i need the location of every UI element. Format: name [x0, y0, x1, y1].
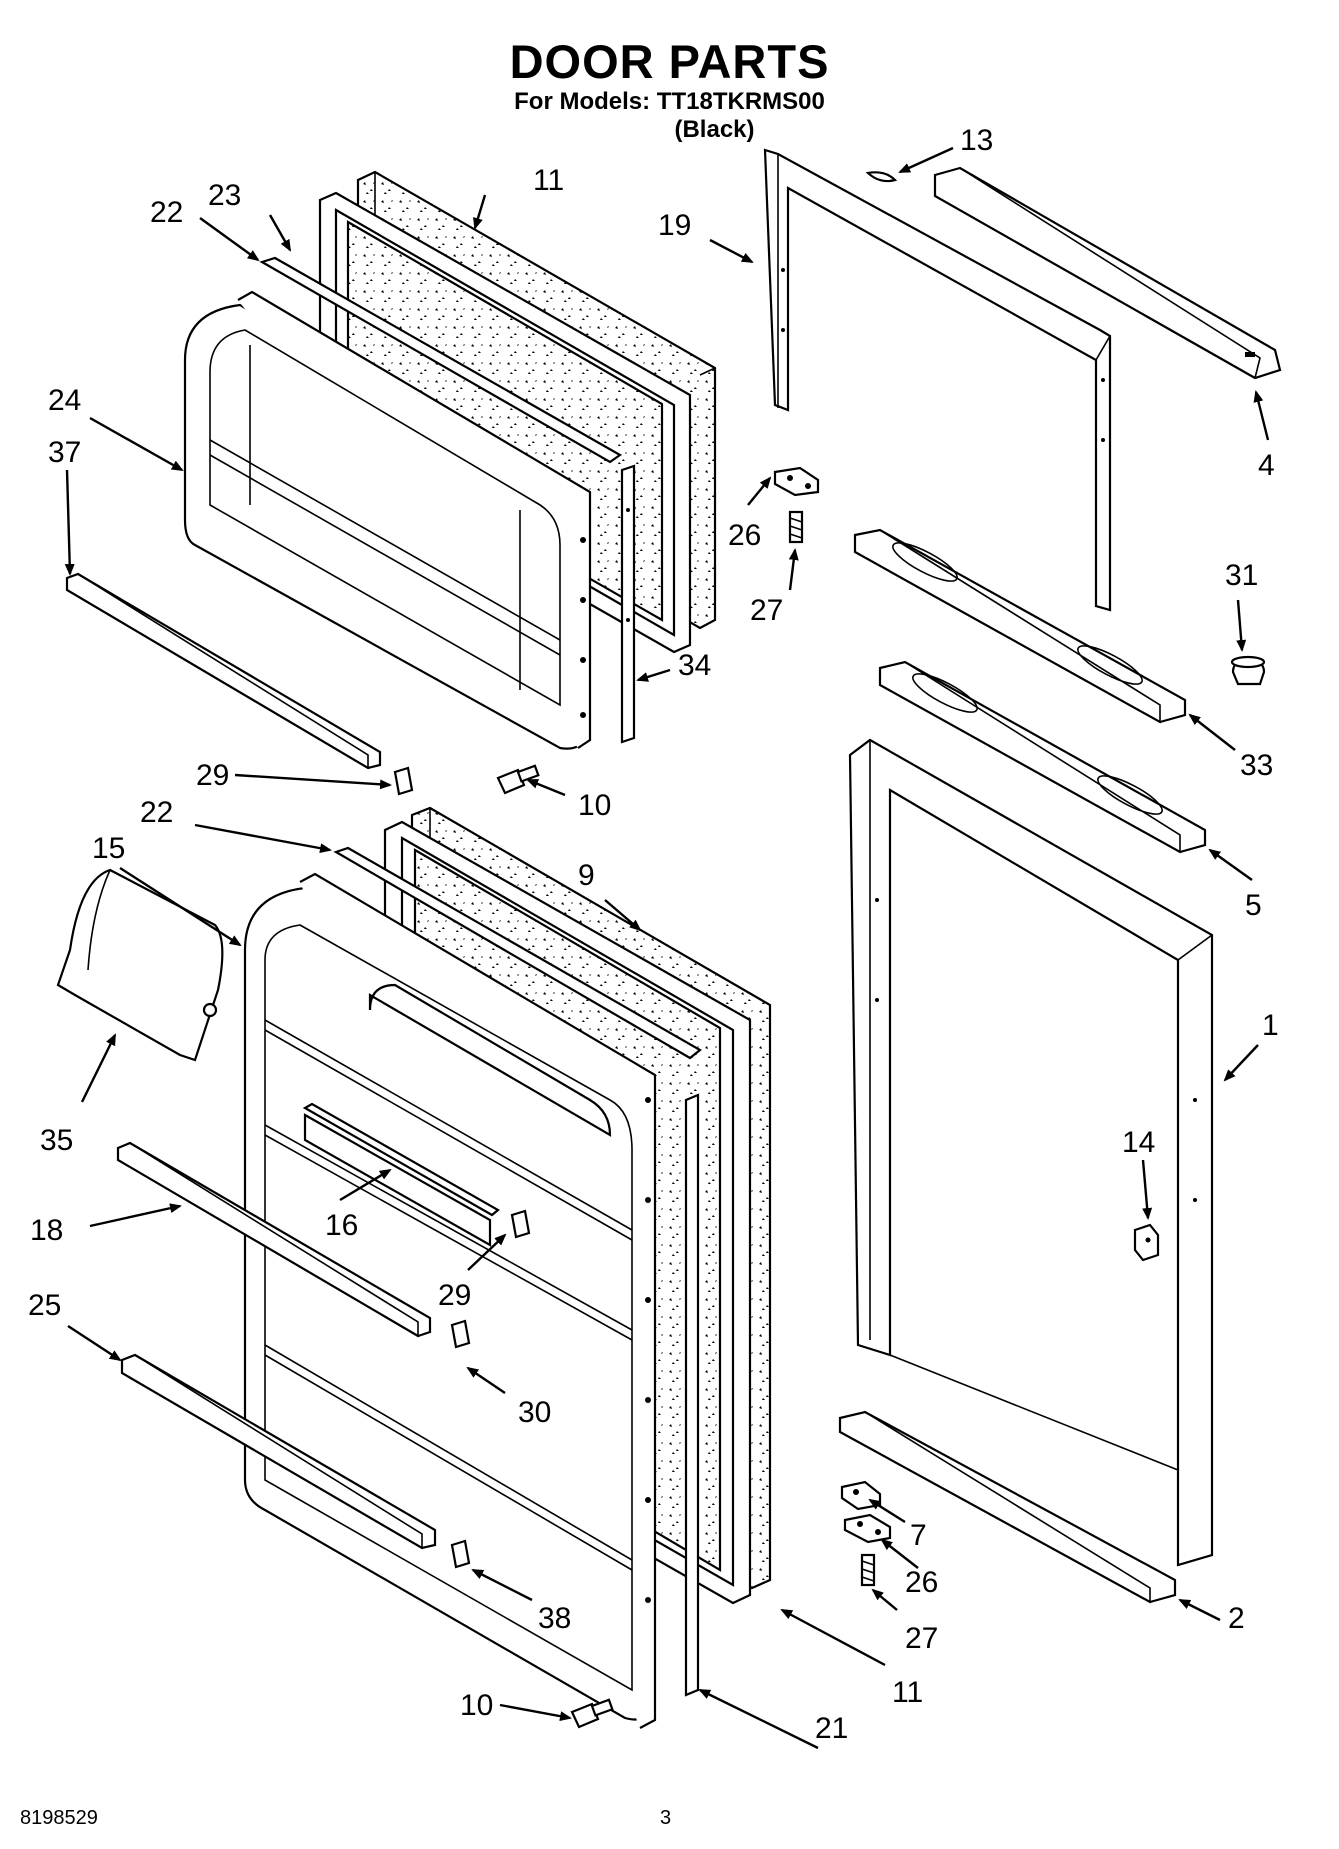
- callout-25: 25: [28, 1289, 61, 1322]
- plug-button-31: [1230, 655, 1266, 686]
- freezer-door-panel: [763, 148, 1112, 612]
- callout-19: 19: [658, 209, 691, 242]
- callout-11-upper: 11: [533, 164, 564, 197]
- document-code: 8198529: [20, 1807, 98, 1829]
- callout-35: 35: [40, 1124, 73, 1157]
- door-strip-21: [684, 1093, 700, 1697]
- leader-arrows: [64, 146, 1270, 1750]
- callout-21: 21: [815, 1712, 848, 1745]
- callout-1: 1: [1262, 1009, 1279, 1042]
- callout-24: 24: [48, 384, 81, 417]
- callout-10-lower: 10: [460, 1689, 493, 1722]
- callout-31: 31: [1225, 559, 1258, 592]
- door-strip-34: [620, 464, 636, 744]
- handle-33: [853, 528, 1187, 724]
- callout-22-upper: 22: [150, 196, 183, 229]
- header: DOOR PARTS For Models: TT18TKRMS00 (Blac…: [0, 0, 1339, 150]
- callout-5: 5: [1245, 889, 1262, 922]
- callout-13: 13: [960, 124, 993, 157]
- page-number: 3: [660, 1807, 672, 1829]
- callout-29-upper: 29: [196, 759, 229, 792]
- page-title: DOOR PARTS: [509, 35, 830, 88]
- callout-26-upper: 26: [728, 519, 761, 552]
- callout-27-lower: 27: [905, 1622, 938, 1655]
- shelf-bar-16: [302, 1102, 500, 1217]
- callout-18: 18: [30, 1214, 63, 1247]
- callout-34: 34: [678, 649, 711, 682]
- callout-23: 23: [208, 179, 241, 212]
- model-subtitle: For Models: TT18TKRMS00: [514, 88, 825, 115]
- callout-29-lower: 29: [438, 1279, 471, 1312]
- screw-10-lower: [570, 1698, 614, 1729]
- butter-door-35: [56, 868, 224, 1062]
- freezer-liner-24: [183, 290, 592, 750]
- handle-5: [878, 660, 1207, 854]
- fresh-food-liner-15: [243, 872, 657, 1729]
- shelf-rail-37: [65, 572, 382, 770]
- screw-27-lower: [860, 1553, 876, 1587]
- clip-30: [450, 1319, 471, 1349]
- shelf-rail-25: [120, 1353, 437, 1550]
- fresh-food-door-panel: [848, 738, 1214, 1567]
- callout-14: 14: [1122, 1126, 1155, 1159]
- door-trim-cap-bottom-2: [838, 1410, 1177, 1604]
- callout-22-lower: 22: [140, 796, 173, 829]
- callout-2: 2: [1228, 1602, 1245, 1635]
- callout-26-lower: 26: [905, 1566, 938, 1599]
- callout-10-upper: 10: [578, 789, 611, 822]
- screw-10-upper: [496, 764, 540, 795]
- callout-16: 16: [325, 1209, 358, 1242]
- hinge-26-lower: [843, 1513, 892, 1544]
- hinge-bracket-14: [1133, 1223, 1160, 1262]
- hinge-26-upper: [773, 466, 820, 497]
- callout-9: 9: [578, 859, 595, 892]
- callout-7: 7: [910, 1519, 927, 1552]
- callout-27-upper: 27: [750, 594, 783, 627]
- shelf-rail-18: [116, 1141, 432, 1338]
- callout-30: 30: [518, 1396, 551, 1429]
- callout-4: 4: [1258, 449, 1275, 482]
- screw-27-upper: [788, 510, 804, 544]
- trim-clip-13: [865, 171, 898, 183]
- clip-38: [450, 1539, 471, 1569]
- color-note: (Black): [674, 116, 755, 143]
- clip-29-lower: [510, 1209, 531, 1239]
- callout-15: 15: [92, 832, 125, 865]
- door-trim-cap-top: [933, 166, 1282, 380]
- gasket-strip-23: [259, 256, 623, 464]
- callout-labels: 13 19 4 26 27 31 33 5 1 14 7 26 27 2 11 …: [28, 124, 1279, 1745]
- callout-11-lower: 11: [892, 1676, 923, 1709]
- callout-33: 33: [1240, 749, 1273, 782]
- callout-37: 37: [48, 436, 81, 469]
- gasket-strip-22-lower: [333, 846, 702, 1060]
- clip-29-upper: [393, 766, 414, 796]
- hinge-7: [840, 1480, 882, 1511]
- callout-38: 38: [538, 1602, 571, 1635]
